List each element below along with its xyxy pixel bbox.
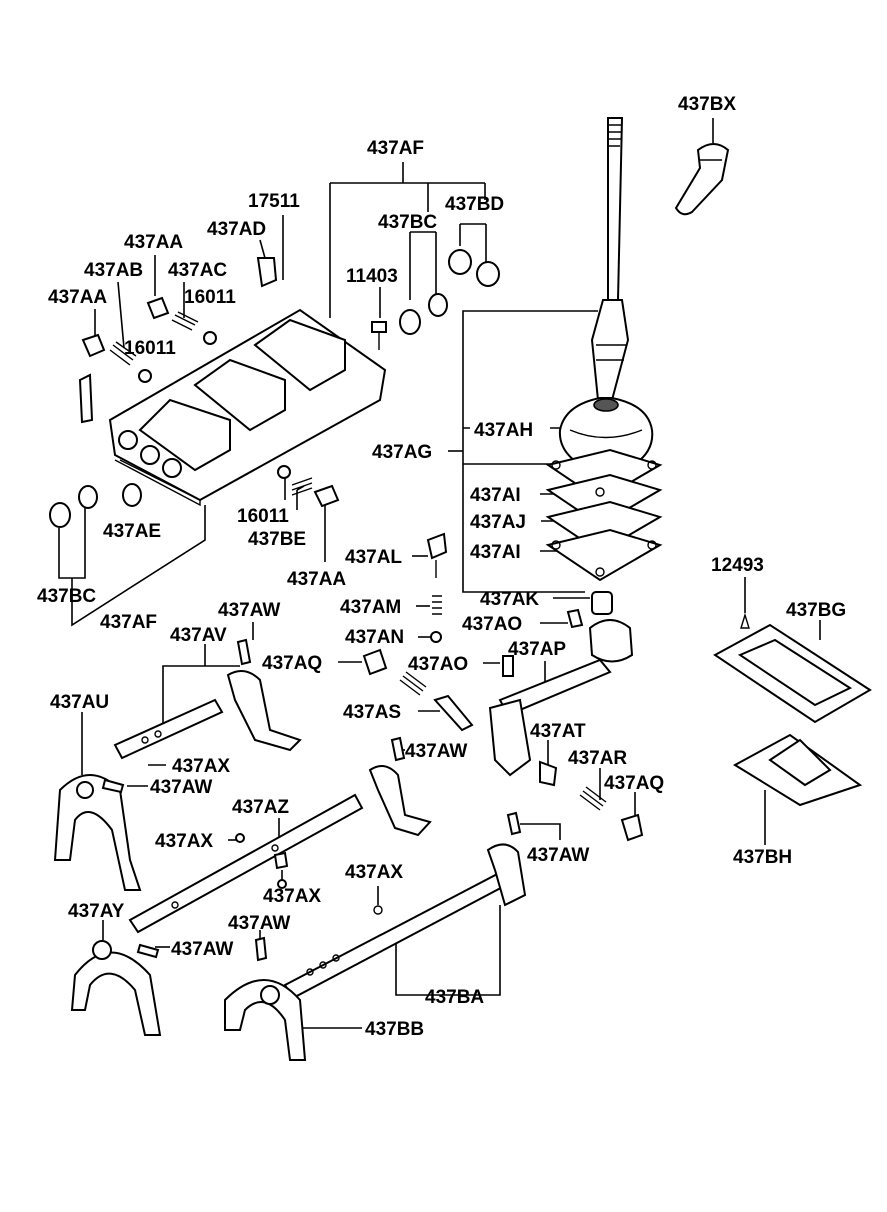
label-16011-1: 16011 <box>184 287 236 308</box>
label-437as: 437AS <box>343 702 401 723</box>
mid-small-parts <box>277 465 584 732</box>
callout-labels: 437BX 437AF 17511 437AD 437BD 437BC 437A… <box>37 94 846 1040</box>
label-437ay: 437AY <box>68 901 125 922</box>
small-bolts-springs <box>78 257 387 424</box>
label-437bc-bot: 437BC <box>37 586 96 607</box>
control-shaft <box>488 619 644 842</box>
label-437aw-3: 437AW <box>150 777 212 798</box>
label-437aq-1: 437AQ <box>262 653 322 674</box>
label-437ao-2: 437AO <box>408 654 468 675</box>
label-437aa-2: 437AA <box>48 287 107 308</box>
label-437at: 437AT <box>530 721 586 742</box>
shift-fork-437ay <box>70 940 162 1036</box>
label-437ab: 437AB <box>84 260 143 281</box>
label-437aa-3: 437AA <box>287 569 346 590</box>
label-437aw-1: 437AW <box>218 600 280 621</box>
shift-lever <box>590 117 630 401</box>
label-437bb: 437BB <box>365 1019 424 1040</box>
label-11403: 11403 <box>346 266 398 287</box>
label-437aq-2: 437AQ <box>604 773 664 794</box>
shift-rail-437av <box>113 638 302 760</box>
label-17511: 17511 <box>248 191 300 212</box>
shift-fork-437au <box>53 774 142 891</box>
label-437bx: 437BX <box>678 94 736 115</box>
top-cover <box>108 308 387 507</box>
label-12493: 12493 <box>711 555 764 576</box>
label-437bh: 437BH <box>733 847 792 868</box>
label-437af-bot: 437AF <box>100 612 157 633</box>
label-437ai-2: 437AI <box>470 542 521 563</box>
label-437ac: 437AC <box>168 260 227 281</box>
label-437an: 437AN <box>345 627 404 648</box>
label-437bc-top: 437BC <box>378 212 437 233</box>
label-437be: 437BE <box>248 529 306 550</box>
label-437ah: 437AH <box>474 420 533 441</box>
label-16011-2: 16011 <box>124 338 176 359</box>
label-437aw-6: 437AW <box>171 939 233 960</box>
label-437af-top: 437AF <box>367 138 424 159</box>
label-437ae: 437AE <box>103 521 161 542</box>
label-437ax-4: 437AX <box>263 886 321 907</box>
shift-knob <box>674 143 730 216</box>
label-437bd: 437BD <box>445 194 504 215</box>
bushings <box>49 249 500 528</box>
label-437az: 437AZ <box>232 797 289 818</box>
cover-plates <box>713 612 872 807</box>
label-437ag: 437AG <box>372 442 432 463</box>
label-437ax-2: 437AX <box>155 831 213 852</box>
label-437bg: 437BG <box>786 600 846 621</box>
label-437aw-5: 437AW <box>228 913 290 934</box>
label-437am: 437AM <box>340 597 401 618</box>
label-437ai-1: 437AI <box>470 485 521 506</box>
label-437aa-1: 437AA <box>124 232 183 253</box>
leader-lines <box>58 118 821 1029</box>
label-437ax-1: 437AX <box>172 756 230 777</box>
label-437ak: 437AK <box>480 589 539 610</box>
bushing-437ak <box>591 591 613 615</box>
label-437aw-2: 437AW <box>405 741 467 762</box>
label-437ba: 437BA <box>425 987 484 1008</box>
label-437ao-1: 437AO <box>462 614 522 635</box>
label-437ax-3: 437AX <box>345 862 403 883</box>
label-437au: 437AU <box>50 692 109 713</box>
gasket-stack <box>545 448 663 582</box>
shift-rail-lower <box>224 811 527 1061</box>
label-16011-3: 16011 <box>237 506 289 527</box>
label-437aw-4: 437AW <box>527 845 589 866</box>
parts-art <box>49 117 872 1061</box>
label-437ar: 437AR <box>568 748 627 769</box>
label-437ap: 437AP <box>508 639 566 660</box>
shift-rail-middle <box>128 736 432 934</box>
label-437al: 437AL <box>345 547 402 568</box>
label-437av: 437AV <box>170 625 227 646</box>
label-437ad: 437AD <box>207 219 266 240</box>
label-437aj: 437AJ <box>470 512 526 533</box>
